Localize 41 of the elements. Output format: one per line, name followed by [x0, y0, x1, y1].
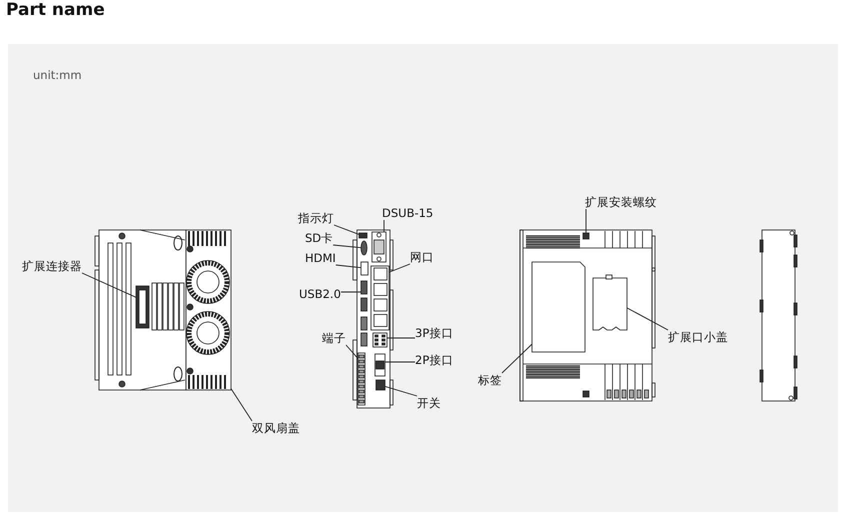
ethernet-port: [370, 266, 390, 330]
callout-label: SD卡: [305, 231, 334, 245]
callout-label: 扩展口小盖: [668, 330, 728, 344]
leader-line: [335, 264, 362, 268]
callout-label: HDMI: [305, 251, 336, 265]
indicator-light: [358, 232, 368, 238]
leader-line: [82, 272, 136, 298]
heading: Part name: [6, 0, 105, 20]
screw-hole: [582, 232, 590, 240]
leader-line: [334, 224, 360, 235]
callout-label: 标签: [478, 373, 502, 387]
callout-label: 双风扇盖: [252, 421, 300, 435]
switch: [376, 380, 386, 390]
leader-line: [332, 244, 362, 248]
port-cover: [592, 274, 628, 330]
callout-label: 端子: [322, 331, 346, 345]
expansion-connector: [136, 286, 150, 328]
leader-line: [346, 344, 358, 360]
connector-port: [372, 332, 388, 348]
callout-label: 扩展连接器: [22, 259, 82, 273]
hdmi-port: [360, 262, 368, 276]
leader-line: [384, 386, 418, 396]
callout-label: 3P接口: [415, 326, 454, 340]
callout-label: 扩展安装螺纹: [585, 195, 657, 209]
callout-label: 开关: [417, 396, 441, 410]
callout-label: 指示灯: [298, 211, 334, 225]
callout-label: DSUB-15: [382, 206, 434, 220]
fan-cover: [186, 230, 232, 390]
terminal-block: [358, 352, 366, 406]
unit-note: unit:mm: [33, 68, 82, 82]
leader-line: [388, 264, 410, 273]
callout-label: 网口: [410, 250, 434, 264]
dsub-port: [372, 232, 386, 262]
label-area: [532, 262, 586, 352]
connector-port: [374, 354, 386, 376]
leader-line: [502, 344, 532, 374]
usb-port: [360, 280, 368, 294]
leader-line: [230, 388, 252, 422]
callout-label: USB2.0: [299, 287, 341, 301]
leader-line: [626, 307, 668, 330]
callout-label: 2P接口: [415, 353, 454, 367]
